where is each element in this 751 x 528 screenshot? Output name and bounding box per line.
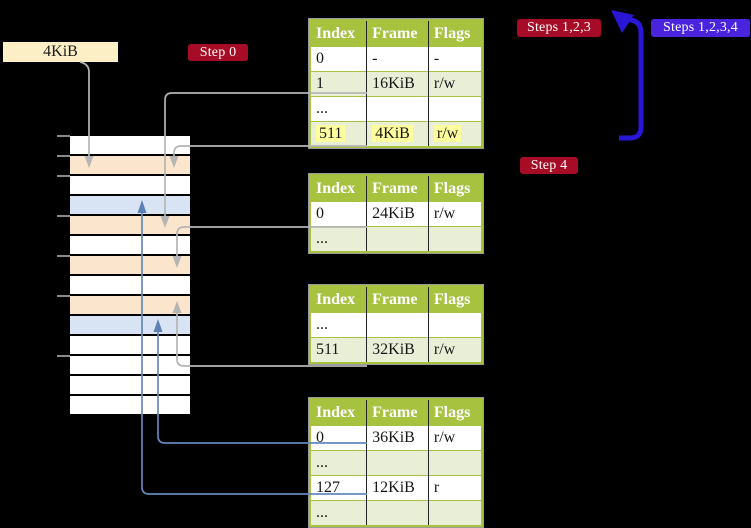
column-header: Flags: [427, 175, 482, 202]
table-cell: 127: [310, 475, 367, 501]
memory-frame-row: [70, 356, 190, 374]
memory-frame-row: [70, 296, 190, 314]
table-cell: 0: [310, 426, 367, 451]
table-row: ...: [310, 96, 482, 122]
table-cell: [427, 500, 482, 526]
table-header-row: Index Frame Flags: [310, 20, 482, 47]
column-header: Frame: [366, 399, 429, 426]
table-cell: -: [427, 47, 482, 72]
memory-frame-row: [70, 336, 190, 354]
memory-frame-row: [70, 256, 190, 274]
table-cell: [366, 96, 429, 122]
table-header-row: Index Frame Flags: [310, 286, 482, 313]
table-cell: ...: [310, 226, 367, 252]
big-blue-arrow: [611, 10, 644, 141]
memory-frame-row: [70, 216, 190, 234]
table-cell: ...: [310, 96, 367, 122]
table-cell: [366, 313, 429, 338]
table-cell: r/w: [427, 337, 482, 363]
table-cell: 4KiB: [366, 121, 429, 147]
table-row: ...: [310, 226, 482, 252]
table-row: 1 16KiB r/w: [310, 71, 482, 97]
table-cell: [427, 226, 482, 252]
table-cell: 1: [310, 71, 367, 97]
table-cell: r: [427, 475, 482, 501]
memory-frame-row: [70, 176, 190, 194]
frame-size-label: 4KiB: [3, 42, 118, 62]
table-row: 127 12KiB r: [310, 475, 482, 501]
table-cell: ...: [310, 500, 367, 526]
memory-frame-row: [70, 276, 190, 294]
table-row-highlighted: 511 4KiB r/w: [310, 121, 482, 147]
table-cell: 36KiB: [366, 426, 429, 451]
table-row: 0 - -: [310, 47, 482, 72]
memory-ticks: [57, 135, 70, 357]
table-cell: [366, 450, 429, 476]
table-cell: [427, 96, 482, 122]
steps1234-badge: Steps 1,2,3,4: [651, 19, 750, 37]
step0-badge: Step 0: [188, 44, 248, 61]
highlight-mark: 511: [316, 125, 346, 142]
column-header: Frame: [366, 175, 429, 202]
page-table-step4-b: Index Frame Flags ... 511 32KiB r/w: [308, 284, 484, 365]
table-cell: ...: [310, 313, 367, 338]
page-table-step4-a: Index Frame Flags 0 24KiB r/w ...: [308, 173, 484, 254]
column-header: Frame: [366, 286, 429, 313]
memory-frame-row: [70, 316, 190, 334]
table-header-row: Index Frame Flags: [310, 175, 482, 202]
table-cell: 511: [310, 121, 367, 147]
table-cell: [427, 450, 482, 476]
memory-frame-row: [70, 376, 190, 394]
table-cell: [366, 500, 429, 526]
table-cell: 16KiB: [366, 71, 429, 97]
physical-memory-strip: [70, 136, 190, 416]
table-cell: 12KiB: [366, 475, 429, 501]
column-header: Flags: [427, 399, 482, 426]
table-cell: 24KiB: [366, 202, 429, 227]
highlight-mark: r/w: [433, 125, 462, 142]
memory-frame-row: [70, 196, 190, 214]
table-row: ...: [310, 450, 482, 476]
table-row: ...: [310, 313, 482, 338]
page-table-step0: Index Frame Flags 0 - - 1 16KiB r/w ... …: [308, 18, 484, 149]
column-header: Flags: [427, 20, 482, 47]
memory-frame-row: [70, 136, 190, 154]
table-cell: r/w: [427, 202, 482, 227]
table-header-row: Index Frame Flags: [310, 399, 482, 426]
table-cell: 32KiB: [366, 337, 429, 363]
table-cell: ...: [310, 450, 367, 476]
table-cell: 0: [310, 202, 367, 227]
column-header: Index: [310, 399, 367, 426]
table-row: 0 24KiB r/w: [310, 202, 482, 227]
column-header: Index: [310, 20, 367, 47]
steps123-badge: Steps 1,2,3: [517, 19, 601, 37]
table-row: 0 36KiB r/w: [310, 426, 482, 451]
table-cell: [366, 226, 429, 252]
column-header: Flags: [427, 286, 482, 313]
column-header: Frame: [366, 20, 429, 47]
table-row: 511 32KiB r/w: [310, 337, 482, 363]
table-cell: 0: [310, 47, 367, 72]
table-cell: r/w: [427, 426, 482, 451]
page-table-step4-c: Index Frame Flags 0 36KiB r/w ... 127 12…: [308, 397, 484, 528]
memory-frame-row: [70, 236, 190, 254]
table-cell: r/w: [427, 121, 482, 147]
table-cell: [427, 313, 482, 338]
table-row: ...: [310, 500, 482, 526]
memory-frame-row: [70, 156, 190, 174]
memory-frame-row: [70, 396, 190, 414]
arrow-t1-idx511-to-row2: [169, 145, 367, 168]
column-header: Index: [310, 286, 367, 313]
table-cell: -: [366, 47, 429, 72]
step4-badge: Step 4: [520, 157, 578, 174]
table-cell: 511: [310, 337, 367, 363]
highlight-mark: 4KiB: [372, 125, 413, 142]
table-cell: r/w: [427, 71, 482, 97]
column-header: Index: [310, 175, 367, 202]
